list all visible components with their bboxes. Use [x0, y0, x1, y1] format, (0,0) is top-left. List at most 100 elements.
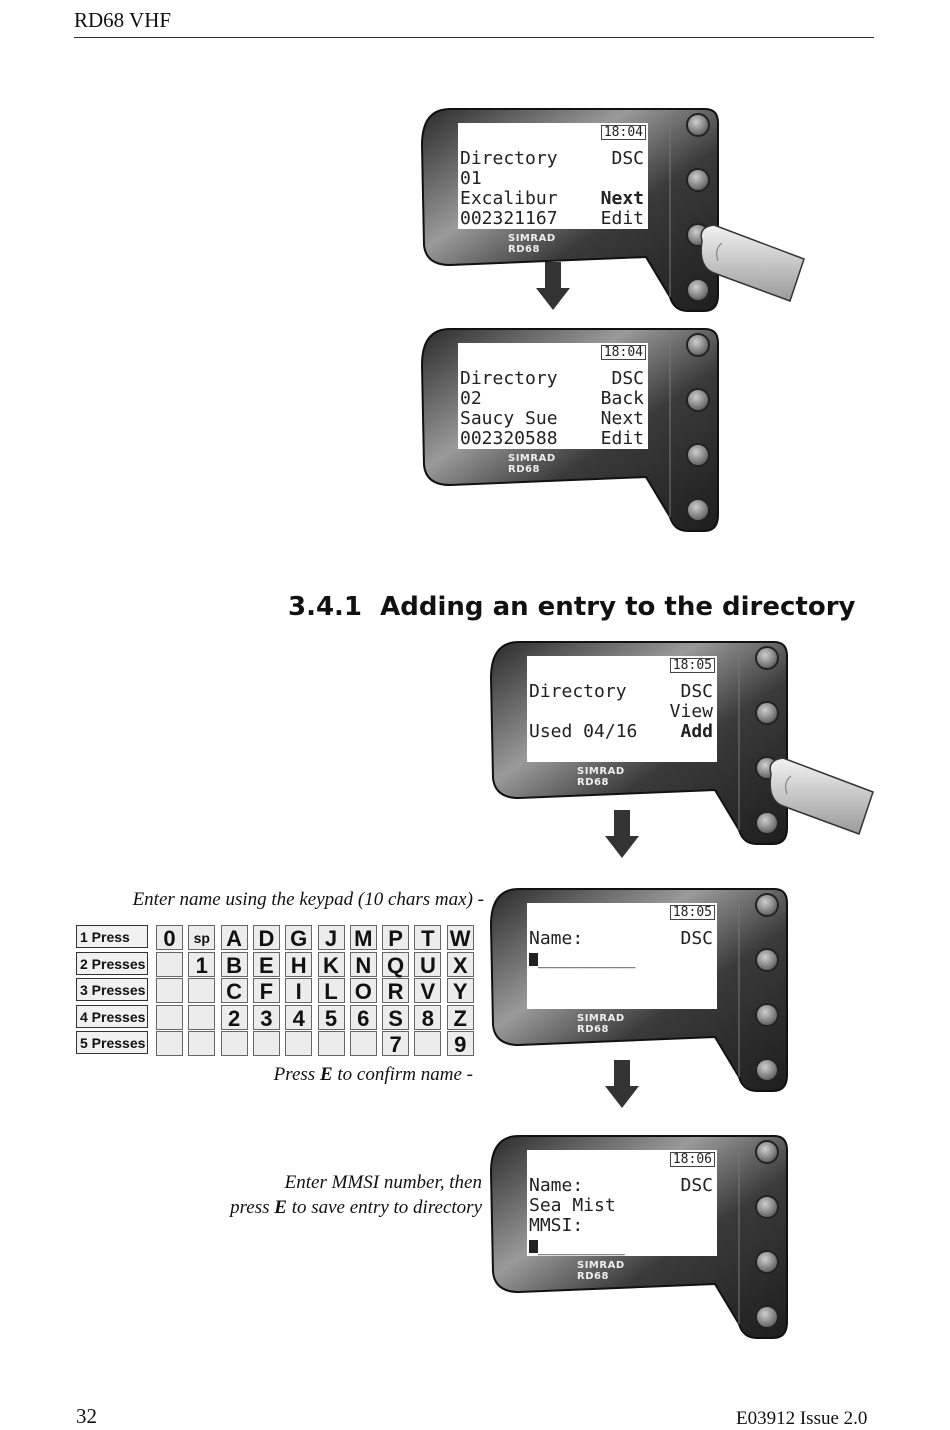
keypad-character-cell: [349, 1031, 377, 1056]
soft-key-button: [755, 1140, 779, 1164]
keypad-character-cell: [156, 978, 183, 1003]
keypad-character-cell: 0: [156, 925, 183, 951]
page-number: 32: [76, 1404, 97, 1428]
keypad-character-cell: 9: [446, 1031, 474, 1057]
keypad-press-label: 2 Presses: [76, 951, 148, 975]
lcd-left-line: Sea Mist: [529, 1195, 616, 1216]
down-arrow-icon: [605, 1060, 639, 1108]
keypad-character-cell: [188, 1031, 216, 1056]
keypad-character-cell: 1: [188, 951, 216, 978]
keypad-character-cell: [156, 951, 183, 977]
down-arrow-icon: [605, 810, 639, 858]
keypad-character-cell: W: [446, 925, 474, 951]
soft-key-button: [686, 168, 710, 192]
header-rule: [74, 37, 874, 38]
keypad-press-label: 3 Presses: [76, 978, 148, 1001]
lcd-left-line: 01: [460, 168, 482, 189]
keypad-character-cell: U: [414, 951, 442, 978]
keypad-press-label: 5 Presses: [76, 1031, 148, 1054]
keypad-character-cell: G: [285, 925, 313, 951]
lcd-left-line: MMSI:: [529, 1215, 584, 1236]
soft-key-button: [755, 1305, 779, 1329]
keypad-character-cell: O: [349, 978, 377, 1004]
keypad-character-cell: Q: [382, 951, 410, 978]
soft-key-label: DSC: [680, 681, 713, 702]
text-cursor: [529, 952, 538, 966]
confirm-caption: Press E to confirm name -: [273, 1064, 473, 1085]
keypad-character-cell: C: [220, 978, 248, 1004]
keypad-character-cell: 6: [349, 1004, 377, 1031]
lcd-left-line: Directory: [460, 148, 558, 169]
keypad-character-cell: T: [414, 925, 442, 951]
keypad-character-cell: [414, 1031, 442, 1056]
keypad-character-cell: [156, 1031, 183, 1056]
clock-readout: 18:04: [600, 125, 646, 140]
keypad-character-cell: I: [285, 978, 313, 1004]
keypad-character-cell: [188, 978, 216, 1003]
keypad-character-cell: sp: [188, 925, 216, 950]
lcd-left-line: 002321167: [460, 208, 558, 229]
keypad-character-cell: N: [349, 951, 377, 978]
keypad-character-cell: B: [220, 951, 248, 978]
pressing-finger-icon: [769, 757, 874, 835]
soft-key-button: [755, 948, 779, 972]
keypad-character-cell: [252, 1031, 280, 1056]
lcd-left-line: _________: [529, 949, 636, 968]
keypad-character-cell: [285, 1031, 313, 1056]
soft-key-button: [755, 811, 779, 835]
soft-key-button: [755, 1058, 779, 1082]
keypad-caption: Enter name using the keypad (10 chars ma…: [132, 889, 484, 910]
keypad-press-label: 1 Press: [76, 925, 148, 948]
lcd-left-line: Directory: [460, 368, 558, 389]
keypad-press-label: 4 Presses: [76, 1004, 148, 1028]
lcd-left-line: Name:: [529, 1175, 584, 1196]
keypad-character-cell: H: [285, 951, 313, 978]
soft-key-label: Add: [680, 721, 713, 742]
keypad-character-cell: E: [252, 951, 280, 978]
keypad-character-cell: [220, 1031, 248, 1056]
soft-key-button: [755, 701, 779, 725]
clock-readout: 18:04: [600, 345, 646, 360]
soft-key-label: DSC: [611, 148, 644, 169]
keypad-character-cell: Z: [446, 1004, 474, 1031]
down-arrow-icon: [536, 262, 570, 310]
keypad-character-cell: [156, 1004, 183, 1030]
soft-key-button: [686, 443, 710, 467]
brand-label: SIMRAD RD68: [508, 453, 556, 475]
text-cursor: [529, 1239, 538, 1253]
brand-label: SIMRAD RD68: [577, 766, 625, 788]
soft-key-label: DSC: [611, 368, 644, 389]
brand-label: SIMRAD RD68: [577, 1260, 625, 1282]
keypad-character-cell: R: [382, 978, 410, 1004]
keypad-character-cell: P: [382, 925, 410, 951]
soft-key-button: [686, 333, 710, 357]
lcd-left-line: 002320588: [460, 428, 558, 449]
lcd-left-line: ________: [529, 1236, 625, 1255]
keypad-character-cell: J: [317, 925, 345, 951]
soft-key-button: [755, 893, 779, 917]
keypad-character-cell: 8: [414, 1004, 442, 1031]
soft-key-button: [755, 646, 779, 670]
keypad-character-cell: 5: [317, 1004, 345, 1031]
keypad-character-cell: M: [349, 925, 377, 951]
keypad-character-cell: 3: [252, 1004, 280, 1031]
keypad-character-cell: S: [382, 1004, 410, 1031]
brand-label: SIMRAD RD68: [577, 1013, 625, 1035]
keypad-character-cell: 4: [285, 1004, 313, 1031]
lcd-left-line: Used 04/16: [529, 721, 638, 742]
lcd-left-line: Directory: [529, 681, 627, 702]
clock-readout: 18:06: [669, 1152, 715, 1167]
document-issue: E03912 Issue 2.0: [736, 1408, 868, 1429]
lcd-left-line: Excalibur: [460, 188, 558, 209]
soft-key-label: Next: [600, 188, 644, 209]
soft-key-button: [686, 113, 710, 137]
keypad-character-cell: L: [317, 978, 345, 1004]
keypad-character-cell: Y: [446, 978, 474, 1004]
soft-key-button: [755, 1195, 779, 1219]
keypad-character-cell: F: [252, 978, 280, 1004]
soft-key-label: DSC: [680, 1175, 713, 1196]
